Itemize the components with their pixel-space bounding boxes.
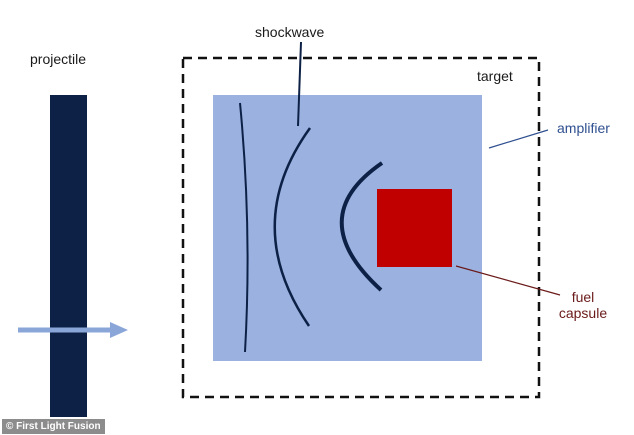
projectile-bar bbox=[50, 95, 87, 417]
amplifier-leader-line bbox=[488, 129, 549, 149]
projectile-label: projectile bbox=[30, 51, 87, 67]
target-label: target bbox=[477, 68, 513, 84]
target-boundary bbox=[181, 56, 541, 399]
shockwave-leader-line bbox=[297, 41, 302, 127]
fuel-capsule-label-line2: capsule bbox=[558, 305, 608, 321]
fuel-leader-line bbox=[455, 265, 561, 296]
shockwave-1 bbox=[239, 102, 249, 353]
motion-arrow-head bbox=[110, 322, 128, 338]
fuel-capsule bbox=[377, 189, 452, 267]
shockwave-3 bbox=[339, 161, 384, 292]
credit-watermark: © First Light Fusion bbox=[2, 419, 105, 434]
amplifier-label: amplifier bbox=[557, 120, 610, 136]
shockwave-label: shockwave bbox=[255, 24, 325, 40]
shockwave-2 bbox=[273, 127, 312, 327]
fuel-capsule-label-line1: fuel bbox=[571, 289, 595, 305]
fuel-capsule-label: fuel capsule bbox=[548, 289, 618, 321]
